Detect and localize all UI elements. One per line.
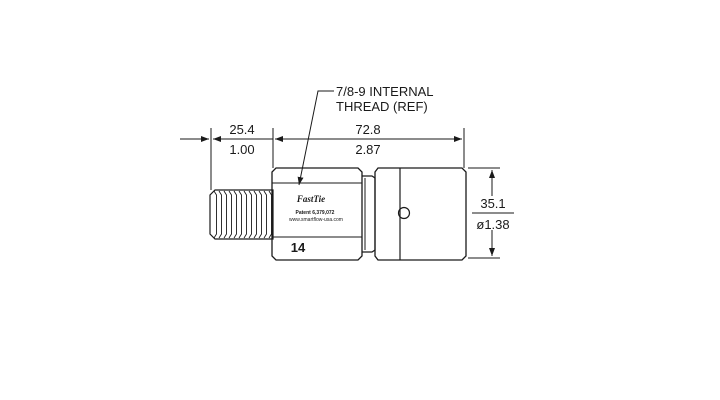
swivel-cap — [374, 167, 467, 261]
stud-outline — [209, 189, 274, 240]
brand-logo: FastTie — [296, 194, 325, 204]
thread-crest — [223, 190, 227, 239]
website-text: www.smartflow-usa.com — [289, 217, 343, 223]
diameter-mm: 35.1 — [480, 196, 505, 211]
neck-outline — [362, 175, 376, 253]
stud-length-in: 1.00 — [229, 142, 254, 157]
cap-pin-hole — [397, 206, 411, 220]
thread-crest — [243, 190, 247, 239]
threaded-stud — [209, 189, 274, 240]
stud-length-dimension: 25.4 1.00 — [180, 122, 273, 190]
body-length-dimension: 72.8 2.87 — [272, 122, 465, 168]
hex-body: FastTie Patent 6,379,072 www.smartflow-u… — [271, 167, 363, 261]
thread-crest — [248, 190, 252, 239]
callout-leader — [297, 90, 334, 186]
thread-crest — [213, 190, 217, 239]
thread-callout: 7/8-9 INTERNAL THREAD (REF) — [297, 84, 434, 186]
hex-body-outline — [271, 167, 363, 261]
thread-crest — [258, 190, 262, 239]
thread-crest — [263, 190, 267, 239]
cap-outline — [374, 167, 467, 261]
diameter-dimension: 35.1 ø1.38 — [468, 167, 514, 259]
body-length-mm: 72.8 — [355, 122, 380, 137]
stud-threads — [213, 190, 272, 239]
neck-collar — [362, 175, 376, 253]
body-length-in: 2.87 — [355, 142, 380, 157]
thread-crest — [253, 190, 257, 239]
callout-line-1: 7/8-9 INTERNAL — [336, 84, 434, 99]
thread-crest — [238, 190, 242, 239]
diameter-in: ø1.38 — [476, 217, 509, 232]
patent-text: Patent 6,379,072 — [296, 210, 335, 216]
thread-crest — [218, 190, 222, 239]
thread-crest — [268, 190, 272, 239]
thread-crest — [233, 190, 237, 239]
callout-line-2: THREAD (REF) — [336, 99, 428, 114]
thread-crest — [228, 190, 232, 239]
stud-length-mm: 25.4 — [229, 122, 254, 137]
part-number: 14 — [291, 240, 306, 255]
